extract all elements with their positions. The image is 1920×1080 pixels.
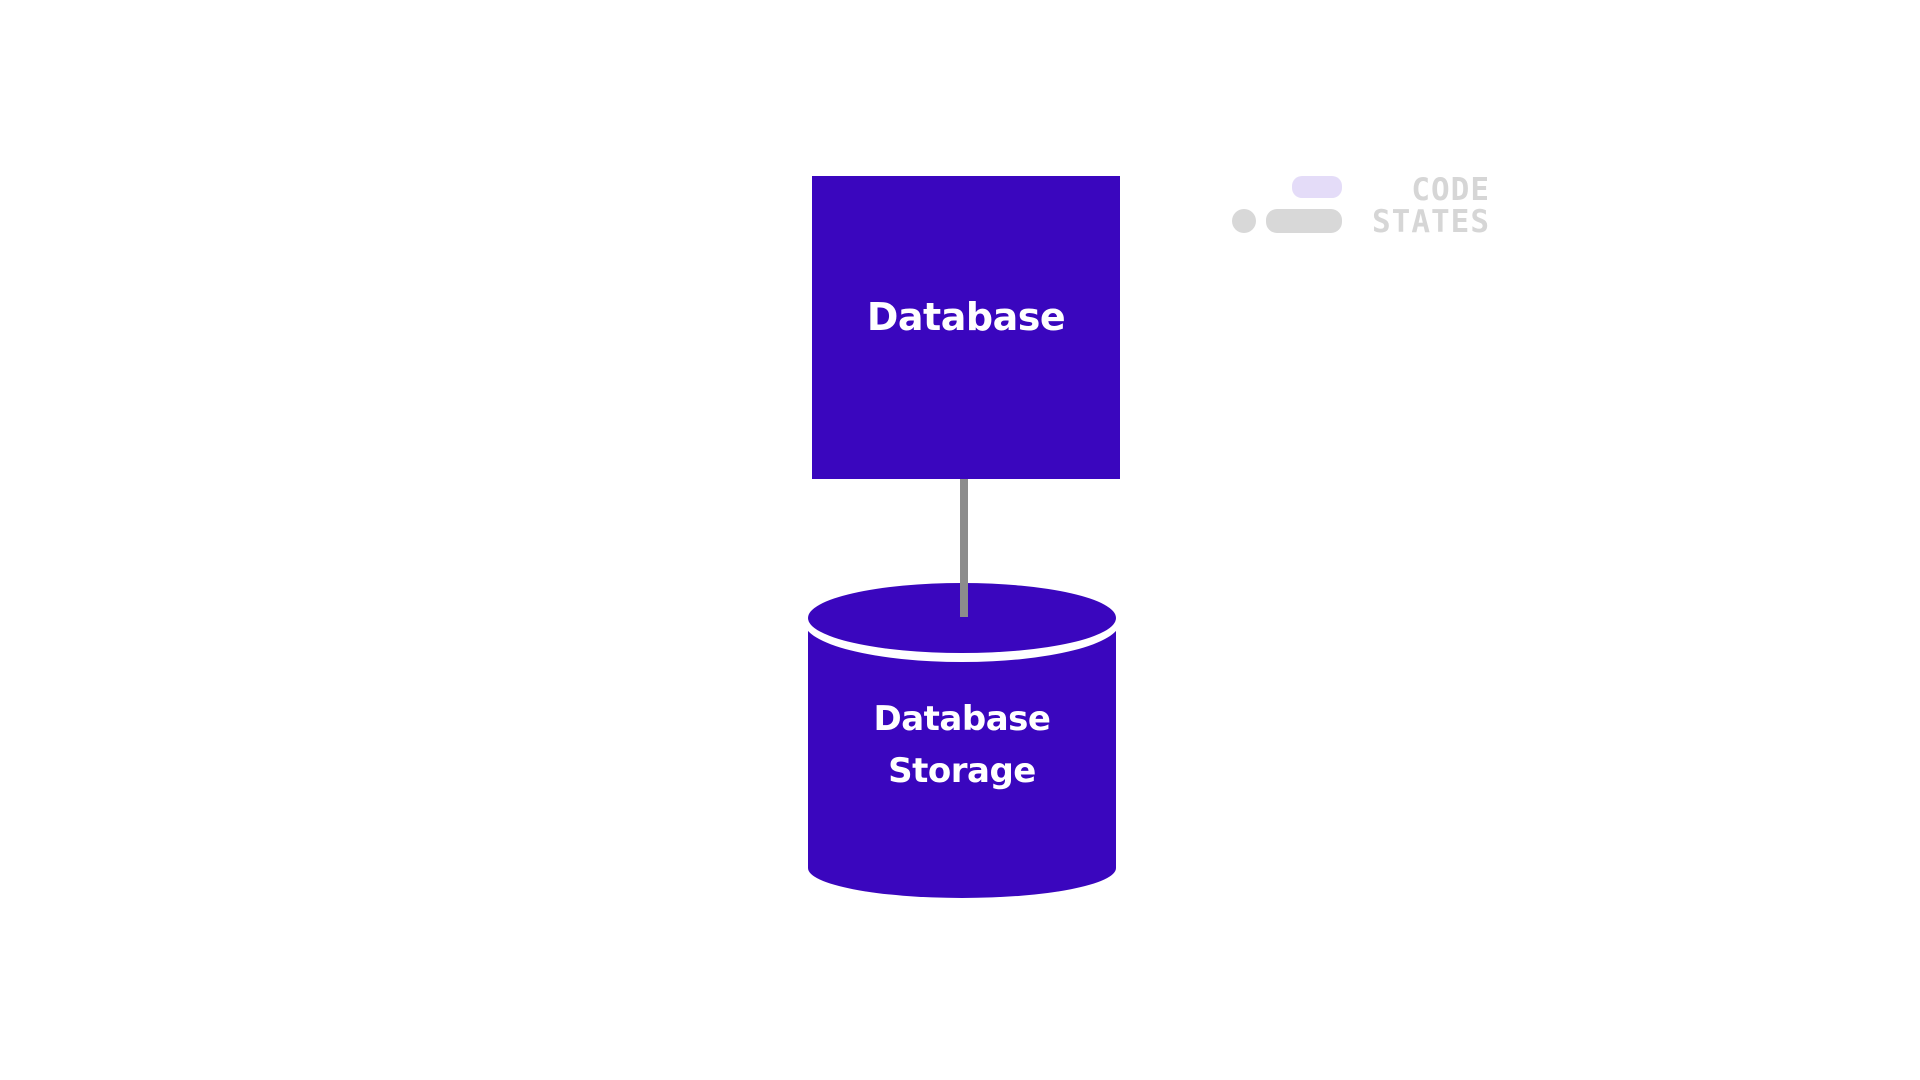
logo-pill-grey: [1266, 209, 1342, 233]
logo-text-states: STATES: [1372, 204, 1490, 240]
storage-label-line2: Storage: [888, 751, 1036, 791]
storage-label-line1: Database: [873, 699, 1051, 739]
database-box: Database: [812, 176, 1120, 479]
storage-label: Database Storage: [808, 693, 1116, 797]
code-states-logo: CODE STATES: [1230, 172, 1490, 238]
logo-pill-purple: [1292, 176, 1342, 198]
logo-dot-grey: [1232, 209, 1256, 233]
logo-text-code: CODE: [1411, 172, 1490, 208]
database-label: Database: [866, 294, 1066, 339]
connector-line: [960, 479, 968, 617]
